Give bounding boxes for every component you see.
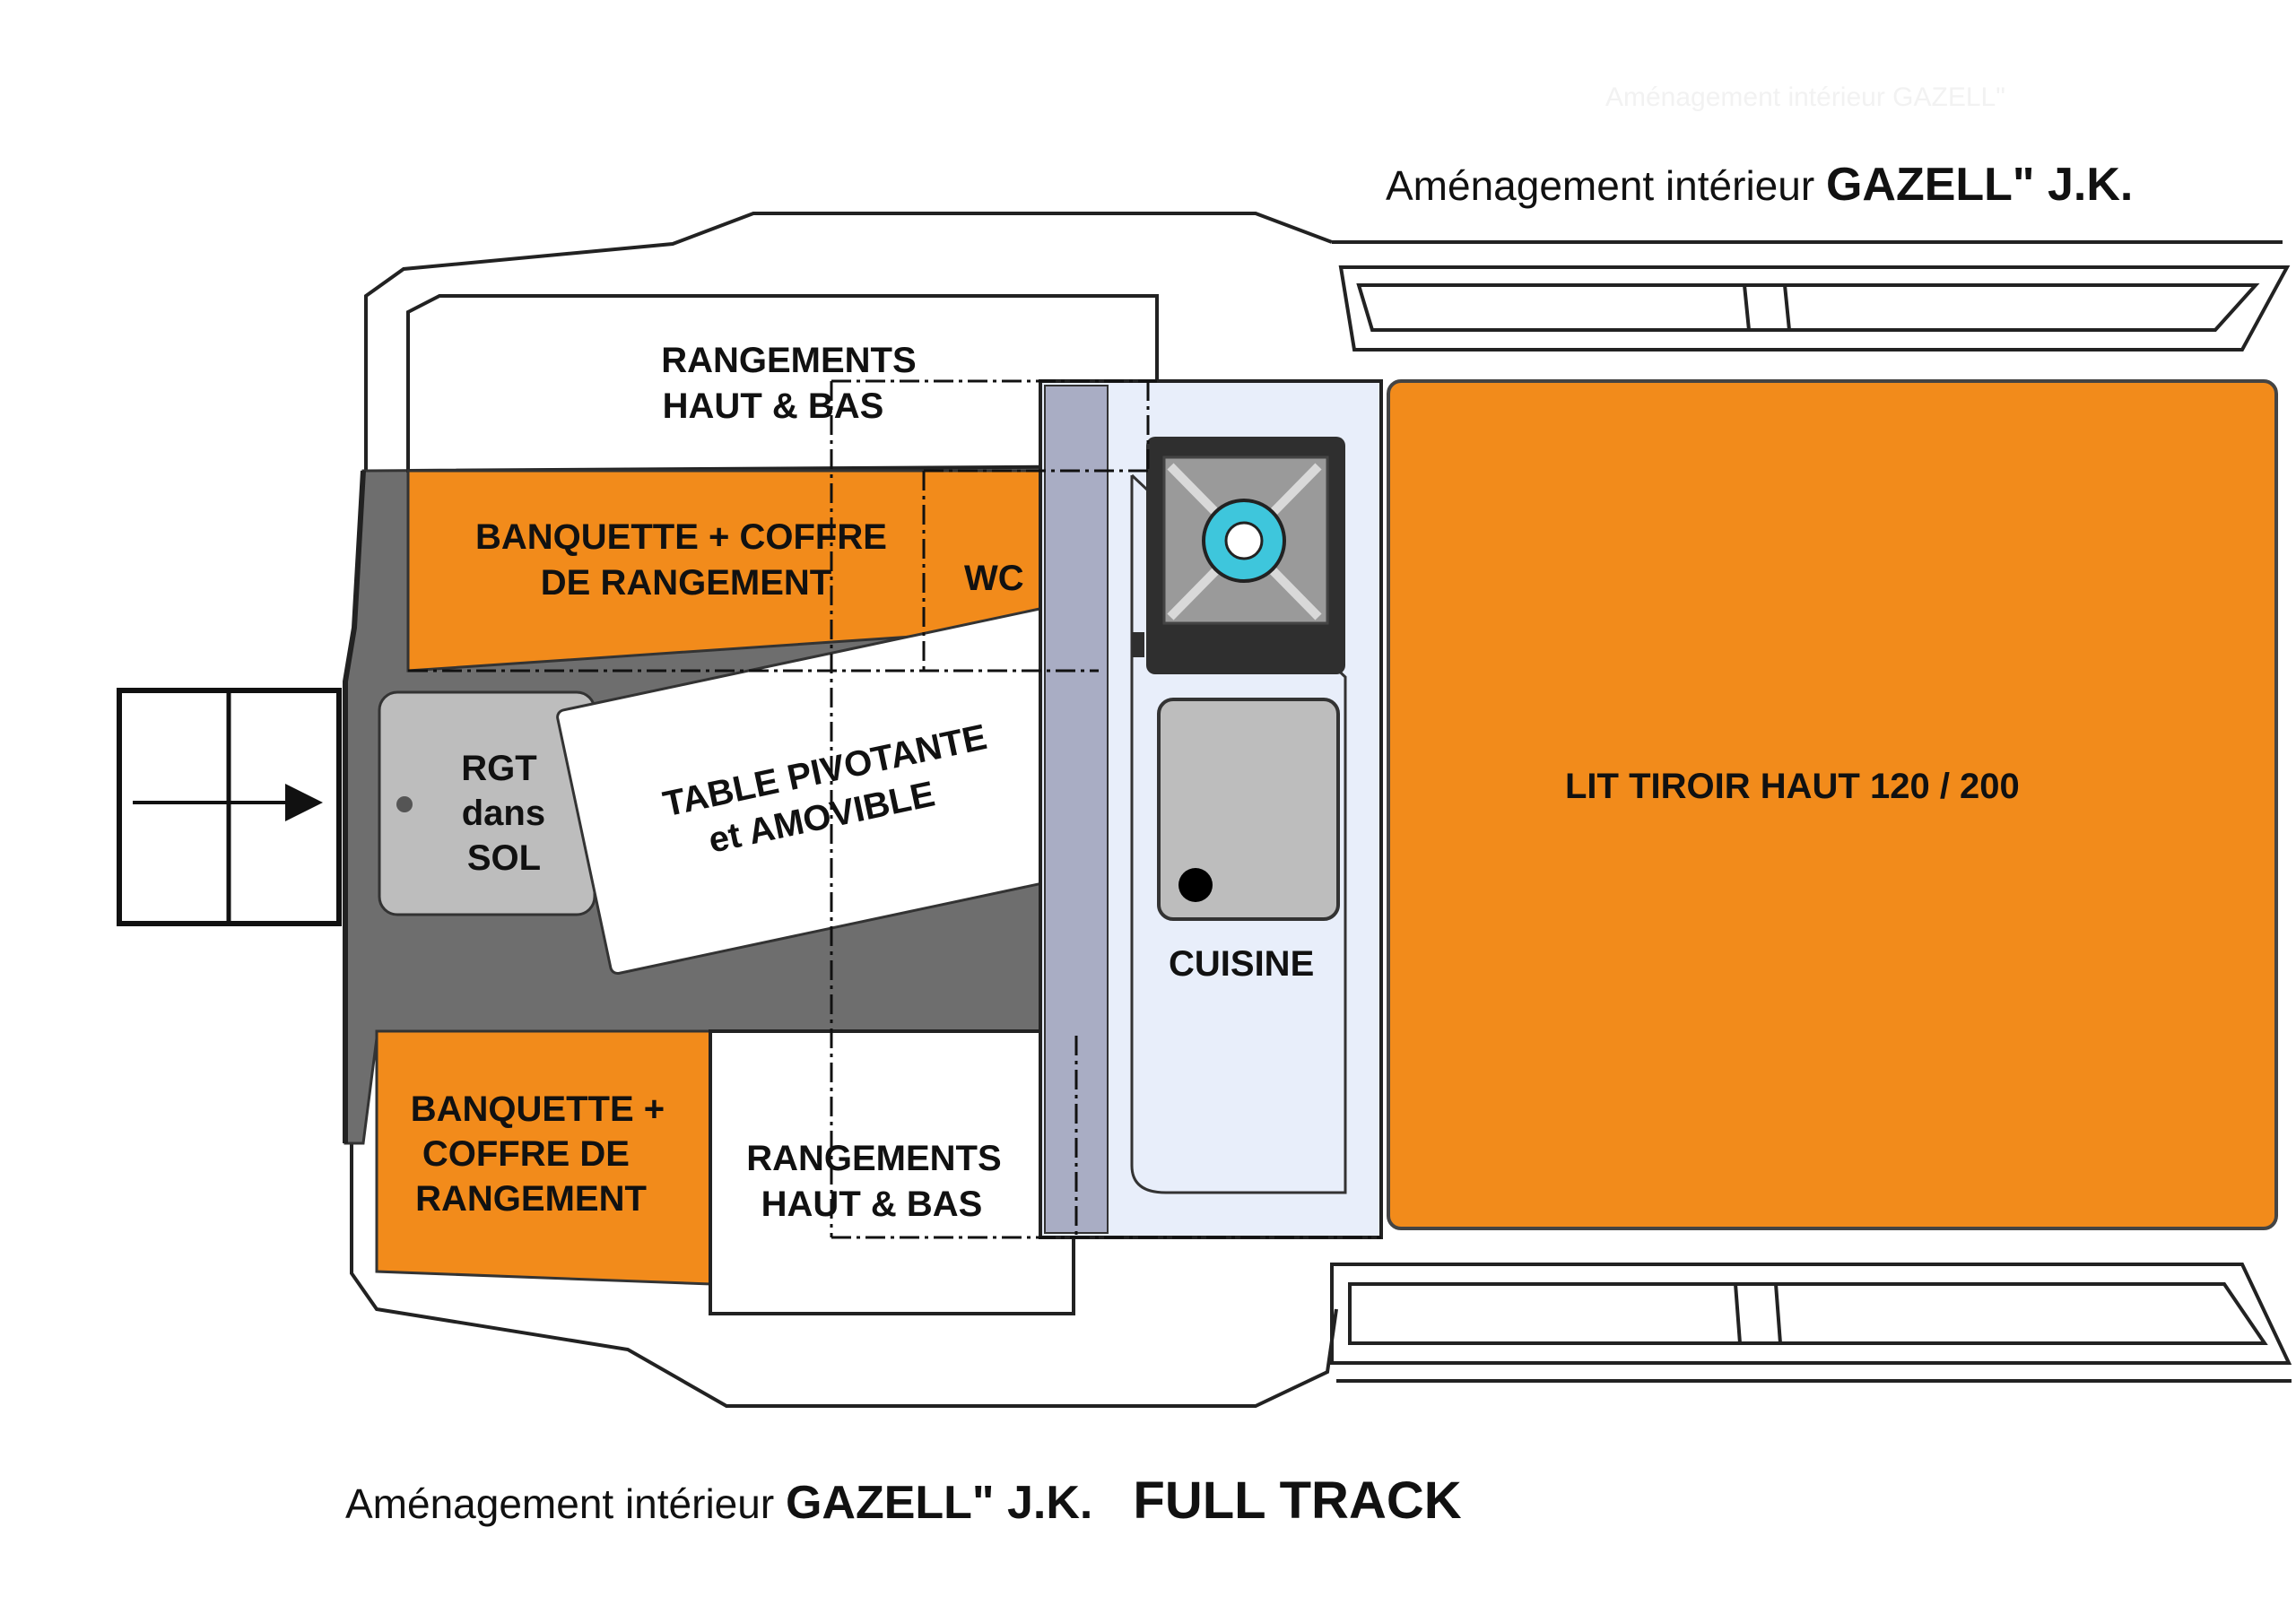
- door-arrow-icon: [285, 784, 323, 821]
- title-bottom: Aménagement intérieur GAZELL" J.K. FULL T…: [345, 1471, 1462, 1530]
- floor-shadow-edge: [343, 470, 366, 1143]
- title-bottom-name: GAZELL" J.K.: [786, 1477, 1092, 1529]
- kitchen-edge-panel: [1044, 385, 1109, 1234]
- kitchen-counter-outline: [1130, 473, 1347, 1194]
- wc-label: WC: [964, 559, 1024, 598]
- bench-top-line2: DE RANGEMENT: [541, 563, 831, 603]
- storage-top-line2: HAUT & BAS: [663, 386, 884, 426]
- floor-storage-line2: dans: [462, 794, 545, 833]
- storage-top-line1: RANGEMENTS: [661, 341, 916, 380]
- bench-top-label: BANQUETTE + COFFRE DE RANGEMENT: [475, 517, 897, 603]
- kitchen-label: CUISINE: [1169, 944, 1314, 984]
- floor-storage-line1: RGT: [461, 749, 536, 788]
- stove-knob: [1132, 632, 1144, 657]
- title-top-prefix: Aménagement intérieur: [1386, 162, 1826, 209]
- floor-storage-line3: SOL: [467, 838, 541, 878]
- top-rail-mark-1: [1743, 284, 1751, 331]
- top-rail-mark-2: [1783, 284, 1791, 331]
- bottom-rail-mark-2: [1774, 1283, 1782, 1344]
- floor-storage-label: RGT dans SOL: [461, 749, 555, 878]
- title-bottom-prefix: Aménagement intérieur: [345, 1480, 786, 1527]
- floor-storage-handle: [396, 796, 413, 812]
- title-bottom-suffix: FULL TRACK: [1133, 1471, 1461, 1530]
- storage-top-label: RANGEMENTS HAUT & BAS: [661, 341, 926, 426]
- storage-bottom-line1: RANGEMENTS: [746, 1139, 1001, 1178]
- bench-top-line1: BANQUETTE + COFFRE: [475, 517, 887, 557]
- bed-label: LIT TIROIR HAUT 120 / 200: [1565, 767, 2020, 806]
- bottom-rail-mark-1: [1734, 1283, 1742, 1344]
- bottom-rail-inner: [1348, 1282, 2268, 1345]
- bench-bottom-label: BANQUETTE + COFFRE DE RANGEMENT: [411, 1089, 674, 1219]
- top-rail-inner: [1356, 283, 2260, 332]
- bench-bottom-line2: COFFRE DE: [422, 1134, 630, 1174]
- top-rail: [1338, 265, 2291, 352]
- dimension-guides: [408, 379, 1381, 1239]
- sink: [1157, 698, 1340, 921]
- storage-bottom: [709, 1029, 1075, 1315]
- storage-bottom-label: RANGEMENTS HAUT & BAS: [746, 1139, 1012, 1224]
- title-top: Aménagement intérieur GAZELL" J.K.: [1386, 159, 2133, 211]
- bench-bottom-line1: BANQUETTE +: [411, 1089, 665, 1129]
- bottom-rail-outer: [1330, 1263, 2292, 1365]
- bed: [1387, 379, 2278, 1230]
- stove: [1132, 437, 1345, 674]
- sink-drain-icon: [1178, 868, 1213, 902]
- storage-bottom-line2: HAUT & BAS: [761, 1185, 983, 1224]
- bench-bottom-line3: RANGEMENT: [415, 1179, 647, 1219]
- rear-door: [117, 688, 342, 926]
- ghost-title: Aménagement intérieur GAZELL": [1605, 82, 2005, 112]
- top-rail-outer: [1338, 265, 2291, 352]
- bottom-rail: [1330, 1263, 2292, 1365]
- title-top-name: GAZELL" J.K.: [1826, 159, 2133, 211]
- burner-center: [1224, 521, 1264, 560]
